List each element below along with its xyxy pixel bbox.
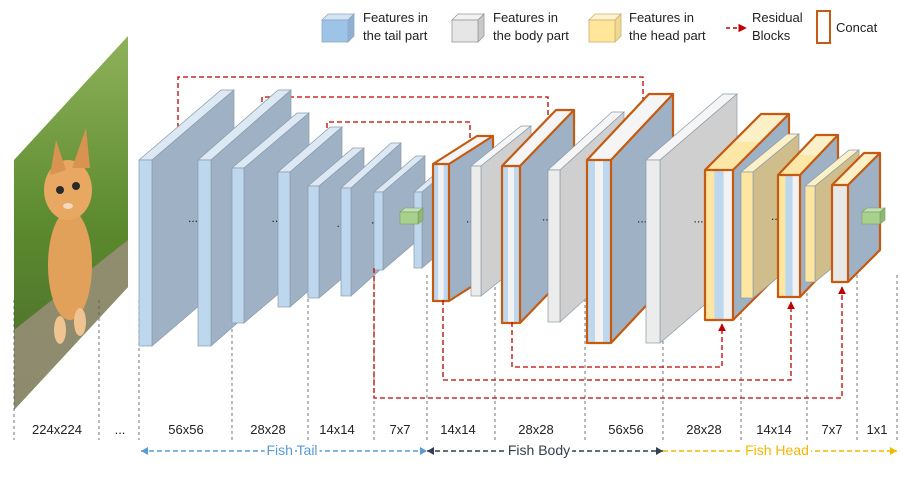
legend-head-icon [588, 13, 622, 43]
legend-tail-label-2: the tail part [363, 28, 428, 43]
feature-blocks: ........................................… [138, 89, 886, 347]
legend-tail-label-1: Features in [363, 10, 428, 25]
legend-residual-label-2: Blocks [752, 28, 791, 43]
legend-tail-icon [321, 13, 355, 43]
fish-head-label: Fish Head [745, 442, 809, 458]
legend-head-label-2: the head part [629, 28, 706, 43]
fish-tail-label: Fish Tail [266, 442, 317, 458]
legend-head-label-1: Features in [629, 10, 694, 25]
pooled-feature-icon [399, 207, 424, 225]
ellipsis-label: ... [188, 211, 198, 225]
resolution-label: 56x56 [608, 422, 643, 437]
residual-arrow-5 [373, 268, 846, 399]
resolution-label: 7x7 [822, 422, 843, 437]
feature-block-11: ... [500, 108, 576, 325]
output-feature-icon [861, 207, 886, 225]
residual-arrow-6 [442, 300, 795, 381]
ellipsis-label: ... [693, 212, 703, 226]
residual-arrow-7 [511, 322, 726, 368]
ellipsis-label: ... [271, 211, 281, 225]
resolution-label: 28x28 [250, 422, 285, 437]
legend-concat-label: Concat [836, 20, 878, 35]
resolution-label: 14x14 [756, 422, 791, 437]
legend-body-label-2: the body part [493, 28, 569, 43]
legend-concat-icon [816, 10, 831, 44]
resolution-label: 224x224 [32, 422, 82, 437]
ellipsis-label: ... [637, 212, 647, 226]
resolution-label: ... [115, 422, 126, 437]
legend-body-icon [451, 13, 485, 43]
kitten-photo-icon [14, 36, 128, 410]
legend-residual-label-1: Residual [752, 10, 803, 25]
legend: Features in the tail part Features in th… [321, 10, 878, 44]
resolution-label: 28x28 [518, 422, 553, 437]
ellipsis-label: ... [542, 210, 552, 224]
ellipsis-label: ... [771, 209, 781, 223]
residual-connections-front [373, 268, 846, 399]
resolution-label: 56x56 [168, 422, 203, 437]
section-bars: Fish Tail Fish Body Fish Head [141, 439, 897, 461]
resolution-label: 1x1 [867, 422, 888, 437]
legend-body-label-1: Features in [493, 10, 558, 25]
resolution-label: 14x14 [319, 422, 354, 437]
resolution-label: 28x28 [686, 422, 721, 437]
fish-body-label: Fish Body [508, 442, 570, 458]
resolution-label: 7x7 [390, 422, 411, 437]
column-separators [13, 275, 898, 440]
resolution-label: 14x14 [440, 422, 475, 437]
resolution-labels: 224x224... 56x56 28x28 14x14 7x7 14x14 28x28 56… [32, 422, 887, 437]
